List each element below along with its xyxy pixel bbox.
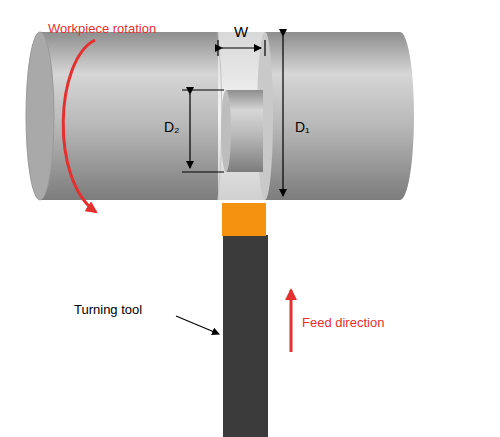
rotation-arrow [63,40,96,212]
turning-tool [222,203,268,437]
groove [218,32,273,200]
dimension-label: D₁ [295,120,310,135]
groove-diameter-dimension [182,90,224,172]
feed-arrow [290,290,293,352]
outer-diameter-dimension [282,36,283,196]
rotation-label: Workpiece rotation [48,22,156,36]
feed-label: Feed direction [302,316,384,330]
workpiece [26,32,414,200]
leader-line [176,316,219,334]
part-label: Turning tool [74,303,142,317]
width-dimension [218,40,265,56]
dimension-label: W [234,24,248,41]
dimension-label: D₂ [164,120,180,135]
